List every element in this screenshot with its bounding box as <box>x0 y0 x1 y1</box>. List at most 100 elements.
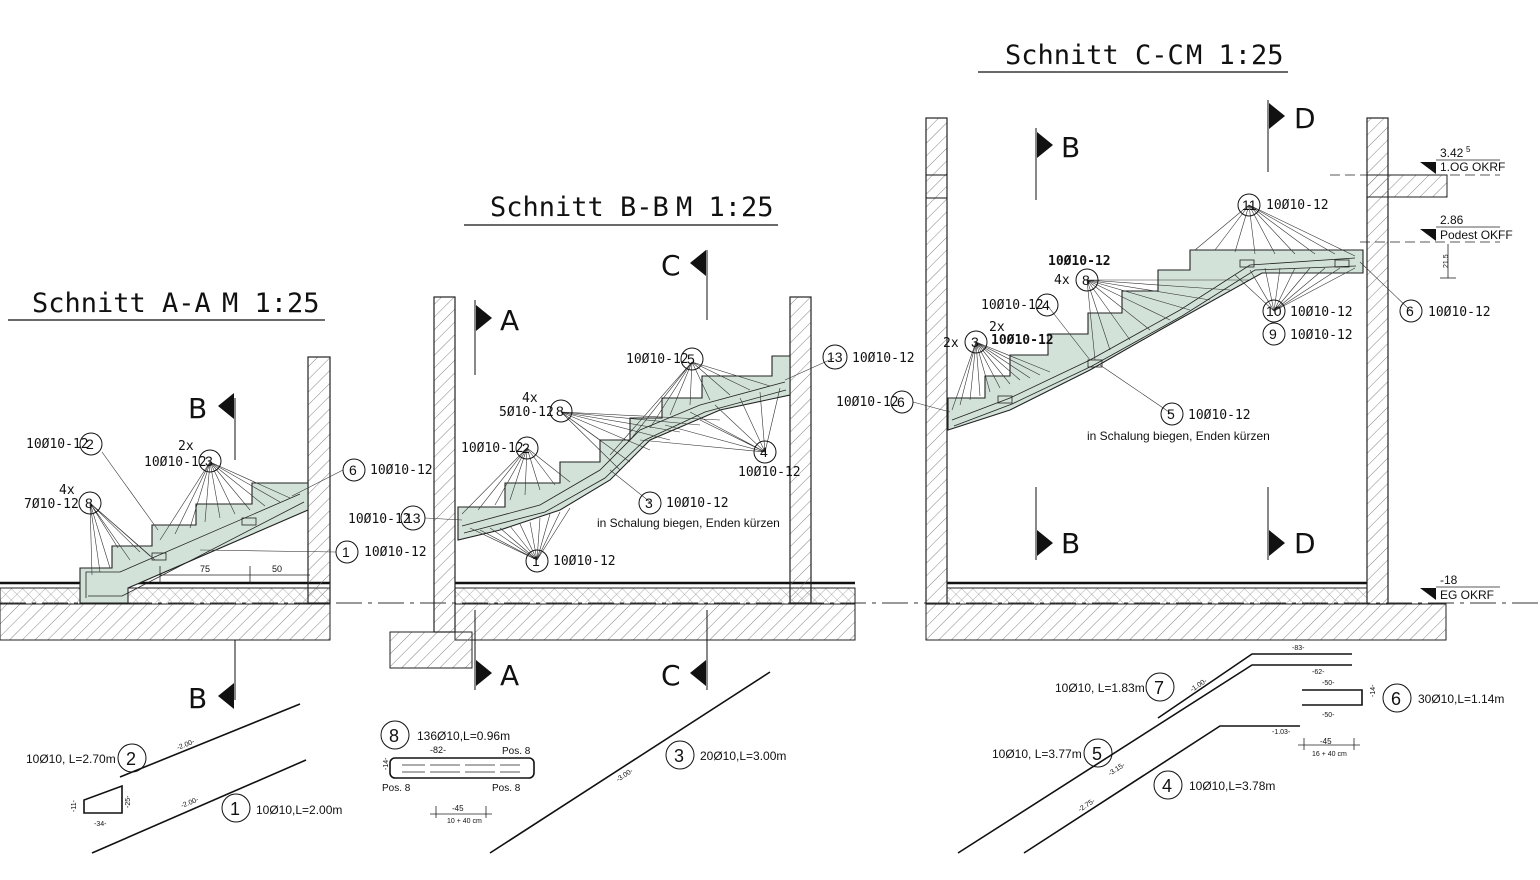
aa-marker-b-bottom: B <box>188 682 207 715</box>
cc-label-11: 10Ø10-12 <box>1266 198 1329 213</box>
bar6-label: 30Ø10,L=1.14m <box>1418 692 1504 706</box>
bb-marker-c-bottom: C <box>661 659 681 692</box>
bb-label-5: 10Ø10-12 <box>626 352 689 367</box>
title-aa-scale: M 1:25 <box>222 288 320 319</box>
bb-marker-c-top: C <box>661 249 681 282</box>
bb-label-13b: 10Ø10-12 <box>348 512 411 527</box>
bar6-dim-14: -14- <box>1370 684 1377 697</box>
bar5-dim-length: -3.15- <box>1107 761 1127 777</box>
cc-label-4: 10Ø10-12 <box>981 298 1044 313</box>
bb-callout-2: 2 <box>522 440 530 456</box>
cc-slab-og <box>1366 174 1448 198</box>
title-aa-text: Schnitt A-A <box>32 288 211 319</box>
bar7-dim-83: -83- <box>1292 645 1305 652</box>
bar6-dim-45: -45 <box>1320 737 1332 746</box>
bar2-number: 2 <box>126 749 136 769</box>
bb-label-2: 10Ø10-12 <box>461 441 524 456</box>
aa-label-2: 10Ø10-12 <box>26 437 89 452</box>
cc-marker-b-top: B <box>1061 131 1080 164</box>
cc-marker-d-top: D <box>1294 102 1316 135</box>
aa-callout-8: 8 <box>85 495 93 511</box>
bar2-label: 10Ø10, L=2.70m <box>26 752 116 766</box>
bb-mult-8: 4x <box>522 391 538 406</box>
bar7-number: 7 <box>1154 678 1164 698</box>
elev-og-value: 3.42 <box>1440 146 1464 160</box>
bar5-number: 5 <box>1092 744 1102 764</box>
bb-callout-8: 8 <box>556 403 564 419</box>
title-bb-text: Schnitt B-B <box>490 192 669 223</box>
aa-mult-8: 4x <box>59 483 75 498</box>
bb-label-4: 10Ø10-12 <box>738 465 801 480</box>
title-cc-scale: M 1:25 <box>1186 40 1284 71</box>
bb-callout-3: 3 <box>645 495 653 511</box>
aa-marker-b-top: B <box>188 392 207 425</box>
bb-label-3: 10Ø10-12 <box>666 496 729 511</box>
bar4-number: 4 <box>1162 776 1172 796</box>
bar6-dim-note: 16 + 40 cm <box>1312 751 1347 758</box>
bar8-label: 136Ø10,L=0.96m <box>417 729 510 743</box>
cc-label-8-top: 10Ø10-12 <box>1048 254 1111 269</box>
cc-callout-9: 9 <box>1269 326 1277 342</box>
bar5-dim-103: -1.03- <box>1272 729 1291 736</box>
bar1-number: 1 <box>230 799 240 819</box>
bar3-number: 3 <box>674 746 684 766</box>
aa-dim-50: 50 <box>272 564 282 574</box>
cc-mult-3-left: 2x <box>943 336 959 351</box>
elev-og-sup: 5 <box>1466 145 1471 154</box>
title-bb: Schnitt B-B M 1:25 <box>464 192 778 226</box>
bb-soil <box>454 603 856 641</box>
cc-label-3: 10Ø10-12 <box>991 333 1054 348</box>
aa-callout-3: 3 <box>205 453 213 469</box>
bb-callout-4: 4 <box>760 444 768 460</box>
aa-callout-6: 6 <box>349 462 357 478</box>
bar2-dim-11: -11- <box>71 799 78 812</box>
aa-ground-strip <box>0 587 331 605</box>
cc-soil <box>925 603 1447 641</box>
bar8-dim-note: 10 + 40 cm <box>447 818 482 825</box>
section-cc: 11 10Ø10-12 10Ø10-12 4x 8 10Ø10-12 4 2x … <box>836 100 1513 641</box>
bb-marker-a-bottom: A <box>500 659 519 692</box>
bb-callout-13: 13 <box>827 349 843 365</box>
bb-note-3: in Schalung biegen, Enden kürzen <box>597 516 780 530</box>
bb-callout-5: 5 <box>687 351 695 367</box>
cc-callout-3: 3 <box>971 334 979 350</box>
cc-marker-b-bottom: B <box>1061 527 1080 560</box>
aa-soil <box>0 603 331 641</box>
bar6-number: 6 <box>1391 689 1401 709</box>
bb-label-1: 10Ø10-12 <box>553 554 616 569</box>
title-cc-text: Schnitt C-C <box>1005 40 1184 71</box>
cc-callout-11: 11 <box>1242 197 1257 213</box>
cc-note-5: in Schalung biegen, Enden kürzen <box>1087 429 1270 443</box>
cc-callout-6-left: 6 <box>897 394 905 410</box>
elev-podest-label: Podest OKFF <box>1440 228 1513 242</box>
bb-marker-a-top: A <box>500 304 519 337</box>
bb-stair <box>457 355 791 541</box>
cc-ground-strip <box>946 587 1368 605</box>
bar8-dim-14: -14- <box>383 757 390 770</box>
aa-label-6: 10Ø10-12 <box>370 463 433 478</box>
title-bb-scale: M 1:25 <box>676 192 774 223</box>
bar8-dim-82: -82- <box>430 745 446 755</box>
bar6-dim-50: -50- <box>1322 680 1335 687</box>
elev-eg-value: -18 <box>1440 573 1458 587</box>
aa-callout-2: 2 <box>86 436 94 452</box>
bar6-dim-50b: -50- <box>1322 712 1335 719</box>
bar4-label: 10Ø10,L=3.78m <box>1189 779 1275 793</box>
bar3-label: 20Ø10,L=3.00m <box>700 749 786 763</box>
cc-label-6-right: 10Ø10-12 <box>1428 305 1491 320</box>
bar8-number: 8 <box>389 726 399 746</box>
bb-soil-left <box>389 631 473 669</box>
bar1-label: 10Ø10,L=2.00m <box>256 803 342 817</box>
bar8-pos-right: Pos. 8 <box>492 783 521 794</box>
cc-callout-6-right: 6 <box>1406 303 1414 319</box>
cc-mult-8: 4x <box>1054 273 1070 288</box>
bar-shapes: -2.00- -25- -34- -11- -2.00- 2 10Ø10, L=… <box>26 645 1504 854</box>
bar8-pos-top: Pos. 8 <box>502 746 531 757</box>
cc-callout-10: 10 <box>1266 303 1282 319</box>
section-aa: 75 50 2 10Ø10-12 3 2x 10Ø10-12 8 4x 7Ø10… <box>0 356 433 715</box>
aa-label-8: 7Ø10-12 <box>24 497 79 512</box>
bb-wall-right <box>789 296 812 604</box>
bb-callout-1: 1 <box>532 553 540 569</box>
bar8-pos-left: Pos. 8 <box>382 783 411 794</box>
